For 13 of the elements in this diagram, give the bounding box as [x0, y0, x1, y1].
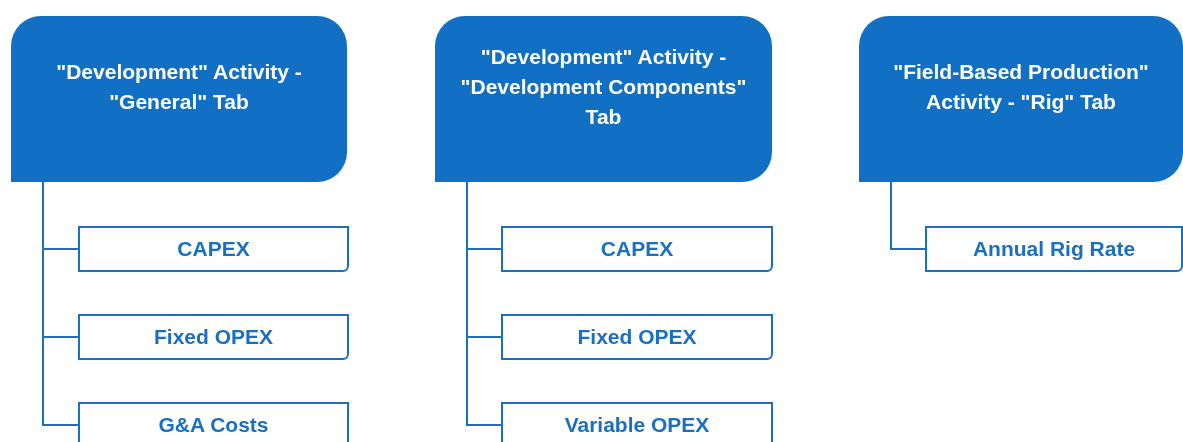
item-box: Variable OPEX: [501, 402, 773, 442]
header-box: "Development" Activity - "General" Tab: [11, 16, 347, 182]
item-box: Fixed OPEX: [501, 314, 773, 360]
item-box: Annual Rig Rate: [925, 226, 1183, 272]
item-box: G&A Costs: [78, 402, 349, 442]
connector-line: [466, 181, 502, 426]
connector-line: [42, 181, 79, 426]
item-box: Fixed OPEX: [78, 314, 349, 360]
item-box: CAPEX: [501, 226, 773, 272]
item-box: CAPEX: [78, 226, 349, 272]
connector-line: [890, 181, 926, 250]
header-box: "Field-Based Production" Activity - "Rig" Tab: [859, 16, 1183, 182]
header-box: "Development" Activity - "Development Components" Tab: [435, 16, 772, 182]
